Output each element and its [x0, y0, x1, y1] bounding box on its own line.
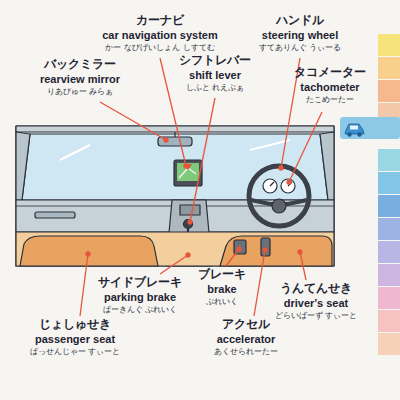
- part-name-japanese: うんてんせき: [280, 282, 352, 295]
- part-name-english: steering wheel: [262, 29, 338, 41]
- windshield: [22, 134, 328, 200]
- part-name-english: driver's seat: [284, 297, 348, 309]
- passenger-seat: [20, 236, 158, 266]
- steering-wheel: [249, 166, 309, 226]
- part-name-english: rearview mirror: [40, 73, 120, 85]
- part-name-english: passenger seat: [35, 333, 115, 345]
- part-name-english: shift lever: [189, 69, 241, 81]
- part-name-japanese: ブレーキ: [198, 268, 246, 281]
- part-name-japanese: タコメーター: [294, 66, 366, 79]
- part-name-japanese: ハンドル: [276, 14, 324, 27]
- brake-pedal: [234, 240, 246, 254]
- part-name-japanese: シフトレバー: [179, 54, 251, 67]
- part-reading: しふと れえぶぁ: [186, 84, 245, 93]
- part-reading: ぶれいく: [206, 298, 238, 307]
- part-reading: ぱーきんぐ ぶれいく: [103, 306, 178, 315]
- part-reading: ぱっせんじゃー すぃーと: [30, 348, 121, 357]
- part-reading: りあびゅー みらぁ: [47, 88, 114, 97]
- part-reading: たこめーたー: [306, 96, 354, 105]
- part-name-japanese: サイドブレーキ: [98, 276, 182, 289]
- part-name-english: car navigation system: [102, 29, 218, 41]
- part-reading: すてありんぐ うぃーる: [259, 44, 342, 53]
- accelerator-pedal: [261, 238, 270, 256]
- tachometer: [263, 179, 277, 193]
- part-name-english: brake: [207, 283, 236, 295]
- part-name-english: tachometer: [300, 81, 359, 93]
- cabin: [16, 126, 334, 266]
- part-name-japanese: バックミラー: [44, 58, 116, 71]
- part-reading: あくせられーたー: [214, 348, 278, 357]
- part-name-japanese: カーナビ: [136, 14, 184, 27]
- part-name-japanese: アクセル: [222, 318, 270, 331]
- part-name-english: parking brake: [104, 291, 176, 303]
- part-reading: どらいばーず すぃーと: [275, 312, 358, 321]
- leader-lines: [80, 58, 322, 316]
- part-name-japanese: じょしゅせき: [39, 318, 111, 331]
- part-name-english: accelerator: [217, 333, 276, 345]
- drivers-seat: [220, 236, 332, 266]
- part-reading: かー なびげいしょん しすてむ: [105, 44, 214, 53]
- shift-lever: [184, 220, 193, 229]
